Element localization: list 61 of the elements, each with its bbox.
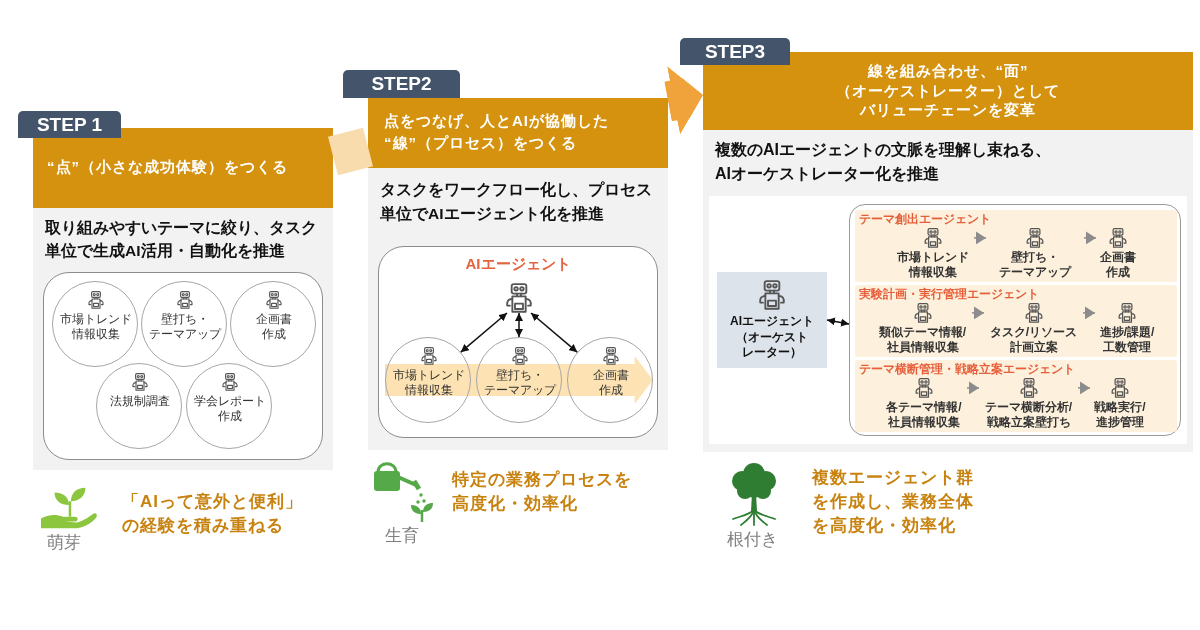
chevron-arrow (966, 381, 980, 395)
task-label: 市場トレンド情報収集 (392, 368, 466, 398)
task-label: 学会レポート作成 (193, 394, 267, 424)
step-label: STEP 1 (36, 114, 103, 135)
task-label: 壁打ち・テーマアップ (148, 312, 223, 342)
step-tab (680, 38, 790, 65)
task-label: 類似テーマ情報/社員情報収集 (877, 325, 968, 355)
stage-description: 特定の業務プロセスを高度化・効率化 (452, 469, 633, 515)
task-label: 進捗/課題/工数管理 (1098, 325, 1156, 355)
step-panel (368, 98, 668, 450)
step-label: STEP3 (704, 41, 766, 62)
arrow (826, 317, 850, 327)
panel-description: 取り組みやすいテーマに絞り、タスク単位で生成AI活用・自動化を推進 (45, 218, 318, 262)
task-label: 市場トレンド情報収集 (59, 312, 133, 342)
panel-description: 複数のAIエージェントの文脈を理解し束ねる、AIオーケストレーター化を推進 (715, 140, 1052, 184)
stage-label: 萌芽 (47, 533, 81, 554)
rounded-frame (43, 272, 323, 460)
task-label: テーマ横断分析/戦略立案壁打ち (983, 400, 1074, 430)
step-label: STEP2 (371, 74, 432, 94)
group-title: AIエージェント (465, 255, 571, 273)
agent-row (855, 360, 1177, 432)
orchestrator-box (717, 272, 827, 368)
task-label: 法規制調査 (109, 394, 171, 409)
chevron-arrow (971, 306, 985, 320)
banner-text: 点をつなげ、人とAIが協働した“線”（プロセス）をつくる (384, 111, 610, 153)
chevron-arrow (1082, 306, 1096, 320)
robot-icon (504, 283, 534, 313)
task-label: 壁打ち・テーマアップ (483, 368, 558, 398)
banner-text: 線を組み合わせ、“面”（オーケストレーター）としてバリューチェーンを変革 (835, 61, 1061, 120)
inner-panel (709, 196, 1187, 444)
banner-text: “点”（小さな成功体験）をつくる (47, 157, 289, 177)
arrow (515, 312, 523, 338)
header-banner (368, 98, 668, 168)
row-title: 実験計画・実行管理エージェント (859, 287, 1039, 302)
arrow (460, 312, 508, 353)
stage-label: 根付き (727, 530, 778, 551)
task-label: 市場トレンド情報収集 (896, 250, 970, 280)
task-label: タスク/リソース計画立案 (988, 325, 1079, 355)
step-tab (18, 111, 121, 138)
task-label: 壁打ち・テーマアップ (998, 250, 1073, 280)
chevron-arrow (1077, 381, 1091, 395)
agent-row (855, 210, 1177, 282)
arrow (530, 312, 578, 353)
task-label: 各テーマ情報/社員情報収集 (885, 400, 963, 430)
task-label: 企画書作成 (255, 312, 293, 342)
agent-group-frame (378, 246, 658, 438)
orchestrator-label: AIエージェント（オーケストレーター） (729, 314, 815, 361)
stage-label: 生育 (385, 526, 419, 547)
task-label: 企画書作成 (1099, 250, 1137, 280)
task-label: 企画書作成 (592, 368, 630, 398)
agent-row (855, 285, 1177, 357)
chevron-arrow (973, 231, 987, 245)
row-title: テーマ創出エージェント (859, 212, 991, 227)
stage-description: 「AIって意外と便利」の経験を積み重ねる (122, 491, 304, 537)
task-label: 戦略実行/進捗管理 (1093, 400, 1147, 430)
row-title: テーマ横断管理・戦略立案エージェント (859, 362, 1075, 377)
stage-description: 複数エージェント群を作成し、業務全体を高度化・効率化 (812, 467, 975, 537)
panel-description: タスクをワークフロー化し、プロセス単位でAIエージェント化を推進 (380, 180, 653, 224)
chevron-arrow (1083, 231, 1097, 245)
agent-group-frame (849, 204, 1181, 436)
step-tab (343, 70, 460, 98)
